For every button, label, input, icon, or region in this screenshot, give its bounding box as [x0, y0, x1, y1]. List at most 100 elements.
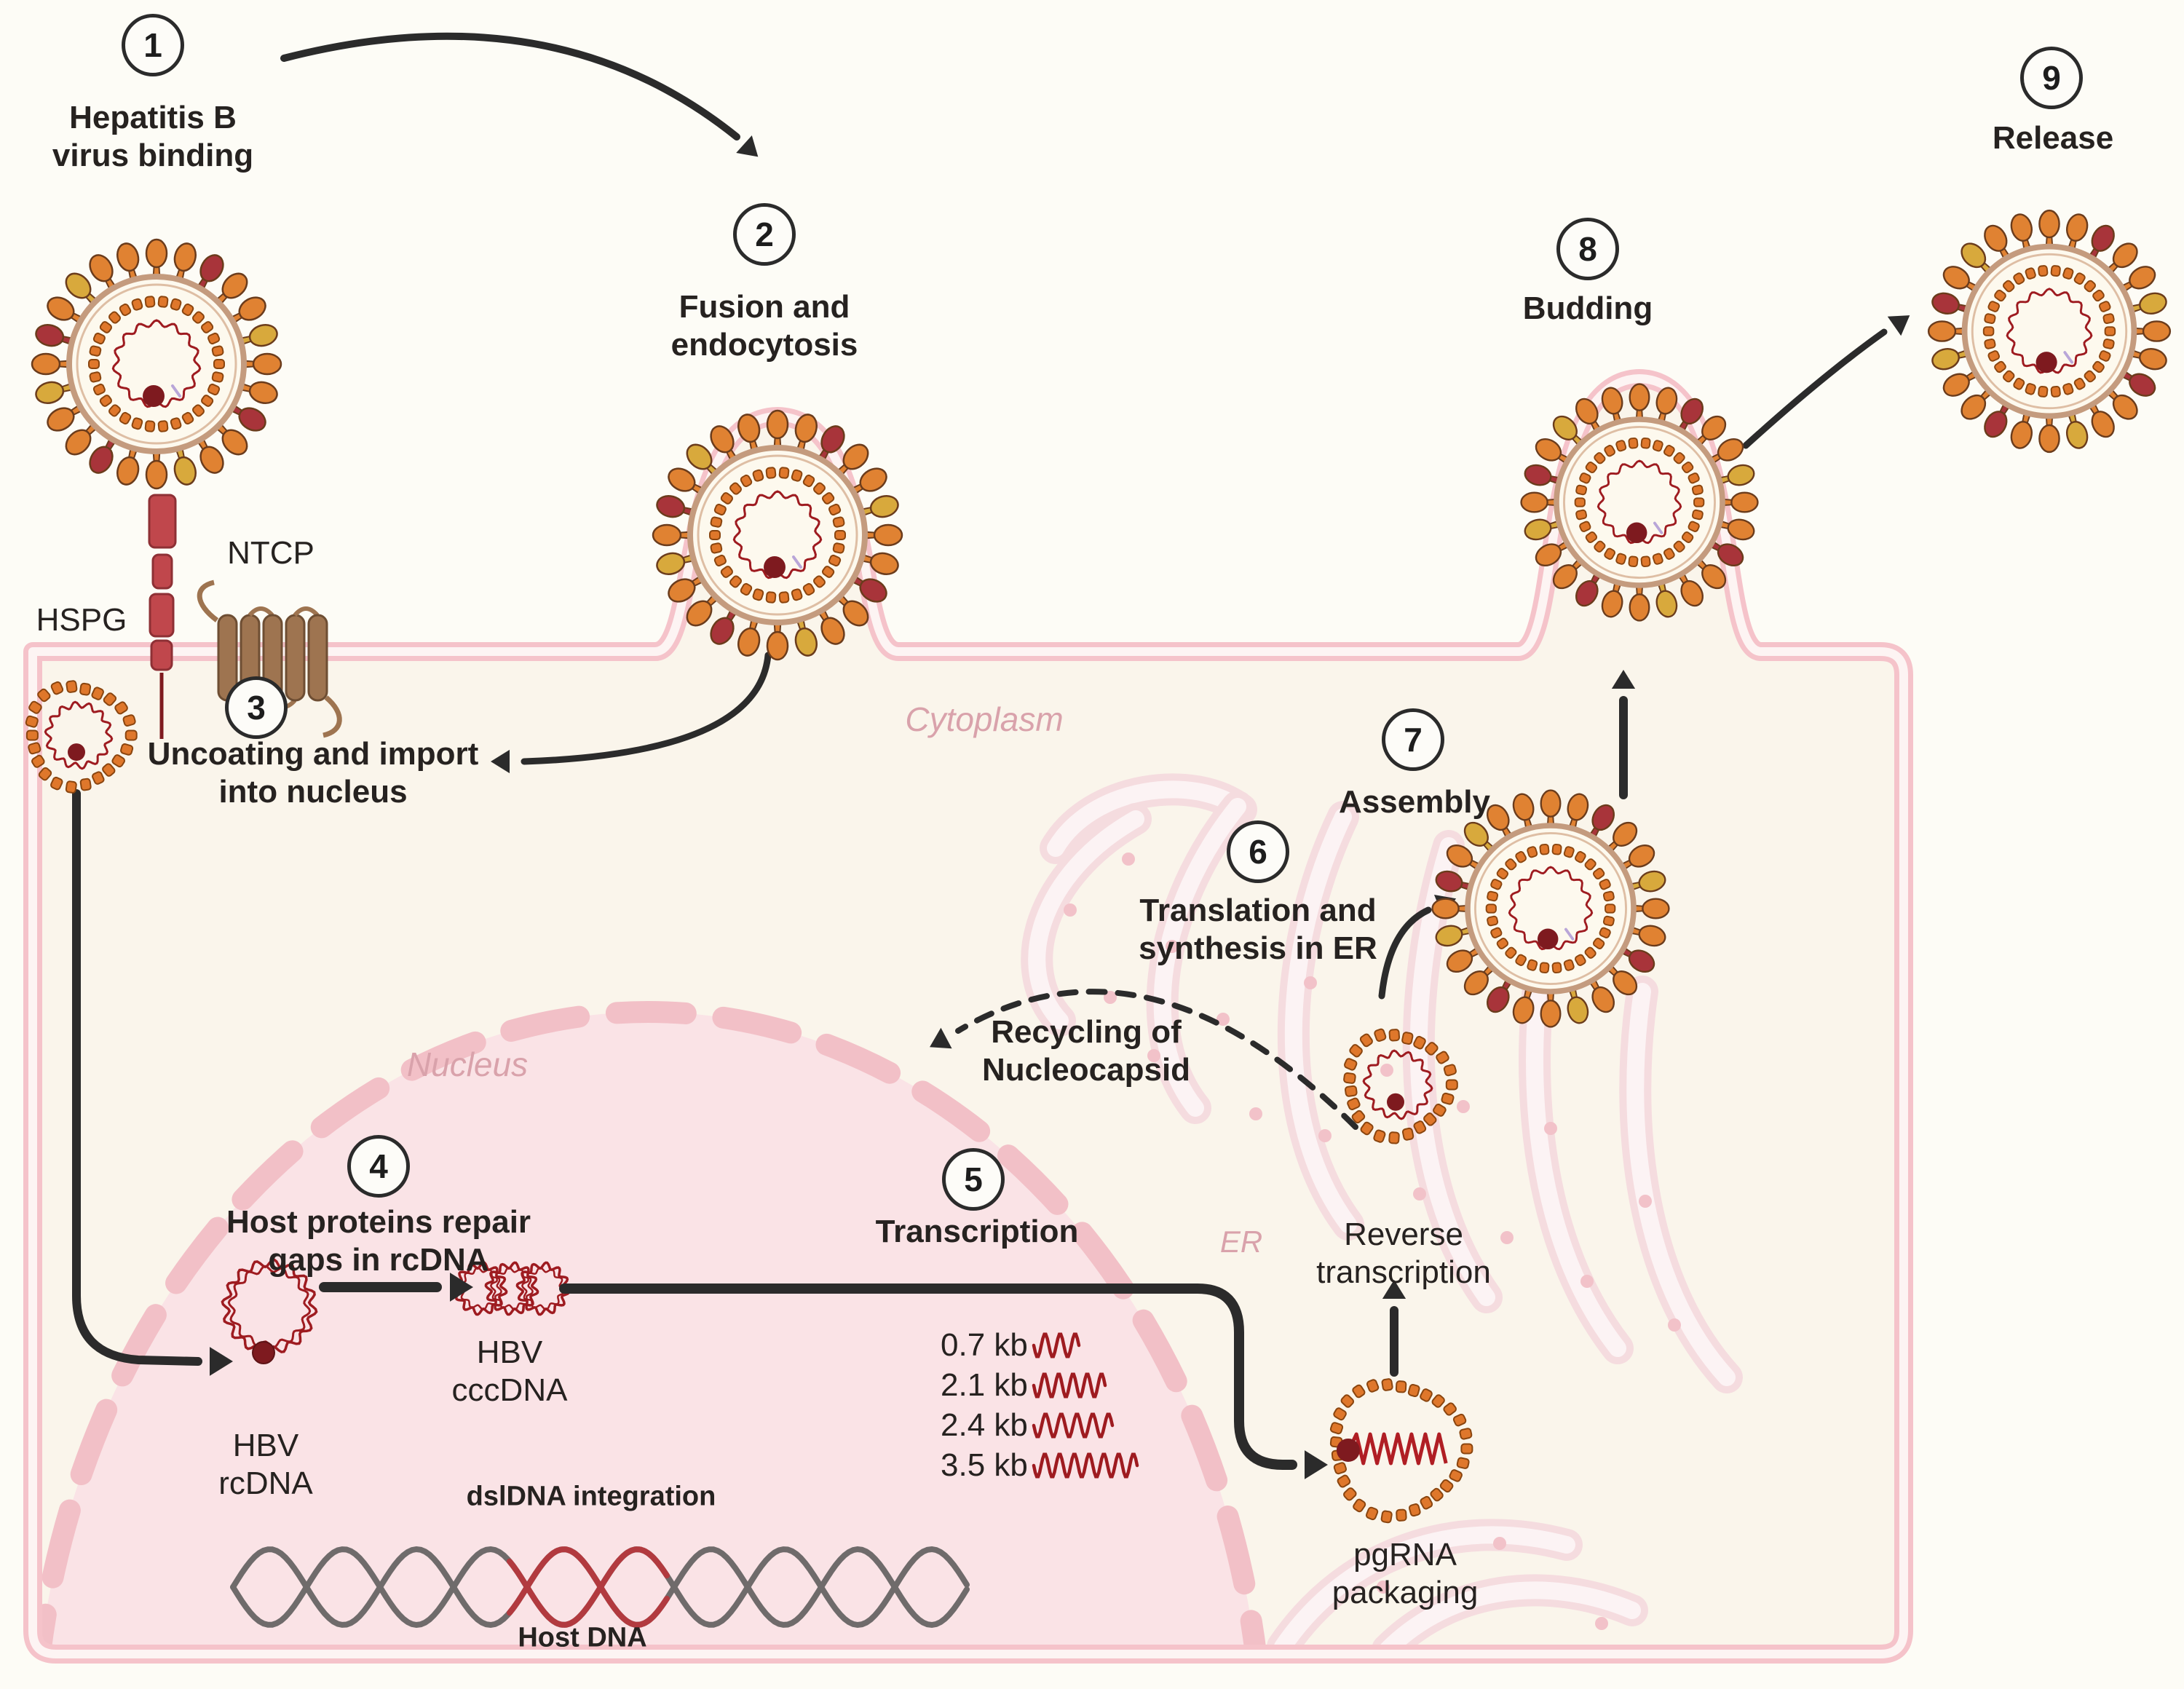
polymerase-dot [1537, 928, 1559, 950]
capsid-dot [124, 729, 138, 741]
surface-spike [656, 495, 697, 518]
capsid-dot [802, 582, 815, 596]
surface-spike [794, 414, 818, 454]
ntcp-loop [323, 695, 342, 738]
ntcp-label: NTCP [227, 535, 314, 571]
capsid-dot [79, 682, 92, 696]
polymerase-dot [764, 556, 786, 578]
spike-head [1575, 580, 1599, 607]
capsid-dot [28, 700, 42, 714]
capsid-dot [828, 554, 842, 567]
reverse-transcription-label: Reverse transcription [1316, 1217, 1491, 1290]
spike-head [89, 254, 114, 282]
surface-spike [1431, 898, 1470, 919]
spike-head [1552, 564, 1578, 590]
capsid-dot [207, 383, 221, 396]
capsid-dot [1987, 350, 2001, 362]
capsid-dot [1343, 1487, 1357, 1501]
capsid-dot [1602, 915, 1615, 927]
capsid-dot [1584, 858, 1597, 871]
step-number: 9 [2042, 59, 2061, 97]
capsid-dot [1439, 1479, 1454, 1493]
hspg-segment [148, 494, 177, 549]
spike-head [1629, 383, 1650, 411]
surface-spike [1512, 985, 1535, 1024]
spike-head [1591, 986, 1615, 1013]
spike-head [248, 324, 278, 347]
capsid-dot [2092, 289, 2105, 302]
flow-arrow [1742, 315, 1910, 449]
spike-head [1931, 347, 1960, 371]
integrated-dsldna [507, 1546, 670, 1628]
capsid-dot [1420, 1388, 1433, 1402]
capsid-dot [28, 742, 41, 755]
cccdna-ring [515, 1261, 571, 1316]
spike-head [1463, 821, 1489, 847]
spike-head [1567, 996, 1589, 1024]
capsid-rcdna [44, 700, 114, 770]
transcript-squiggle [1032, 1332, 1081, 1358]
ribosome-dot [1064, 903, 1077, 917]
spike-head [652, 523, 682, 547]
capsid-dot [2013, 377, 2025, 390]
er-tube-lumen [1284, 808, 1357, 1233]
flow-arrow [319, 1273, 473, 1302]
flow-arrow [1382, 1280, 1406, 1377]
capsid-dot [765, 467, 777, 479]
spike-head [1613, 970, 1638, 996]
capsid-dot [92, 332, 106, 345]
capsid-dot [108, 404, 121, 417]
capsid-dot [1575, 851, 1586, 863]
capsid-dot [1413, 1035, 1426, 1050]
arrowhead [210, 1347, 233, 1376]
spike-head [842, 600, 869, 627]
step-circle-7: 7 [1382, 708, 1444, 771]
surface-spike [1567, 793, 1589, 832]
capsid-dot [111, 754, 125, 768]
surface-spike [710, 606, 739, 645]
capsid-dot [2038, 265, 2049, 277]
capsid-dot [66, 680, 78, 693]
capsid-dot [1527, 959, 1538, 971]
step-label-assembly: Assembly [1339, 784, 1490, 820]
host-dna-label: Host DNA [518, 1622, 647, 1653]
capsid-dot [1539, 962, 1550, 974]
hspg-label: HSPG [36, 602, 127, 638]
recycling-label: Recycling of Nucleocapsid [981, 1014, 1191, 1088]
ribosome-dot [1493, 1537, 1506, 1550]
spike-head [1642, 898, 1670, 919]
spike-head [710, 425, 735, 454]
ribosome-dot [1377, 1581, 1390, 1594]
capsid-dot [1359, 1033, 1373, 1048]
capsid-dot [1579, 521, 1591, 532]
spike-head [1638, 870, 1666, 893]
capsid-dot [144, 420, 156, 432]
spike-head [2129, 266, 2156, 290]
capsid-dot [1575, 509, 1588, 521]
nucleus-label: Nucleus [406, 1045, 529, 1083]
ribosome-dot [1216, 1013, 1230, 1026]
spike-head [710, 617, 735, 645]
spike-head [2139, 292, 2167, 315]
capsid-dot [1349, 1044, 1363, 1058]
capsid-dot [2062, 267, 2074, 280]
capsid-dot [1551, 962, 1562, 974]
capsid-dot [1640, 437, 1651, 449]
nuclear-envelope [33, 1001, 1274, 1654]
capsid-dot [713, 554, 727, 567]
capsid-dot [765, 591, 777, 604]
step-circle-4: 4 [347, 1135, 410, 1198]
capsid-dot [1351, 1109, 1366, 1124]
spike-head [47, 296, 75, 321]
capsid-dot [1628, 555, 1639, 568]
capsid-dot [802, 474, 815, 488]
surface-spike [834, 592, 869, 627]
hspg-segment [151, 553, 173, 590]
surface-spike [242, 352, 282, 376]
spike-head [859, 578, 887, 603]
spike-head [2129, 373, 2156, 397]
virion-released [1927, 209, 2172, 454]
step-number: 8 [1578, 230, 1597, 268]
capsid-dot [1459, 1428, 1473, 1440]
capsid-dot [720, 566, 734, 578]
